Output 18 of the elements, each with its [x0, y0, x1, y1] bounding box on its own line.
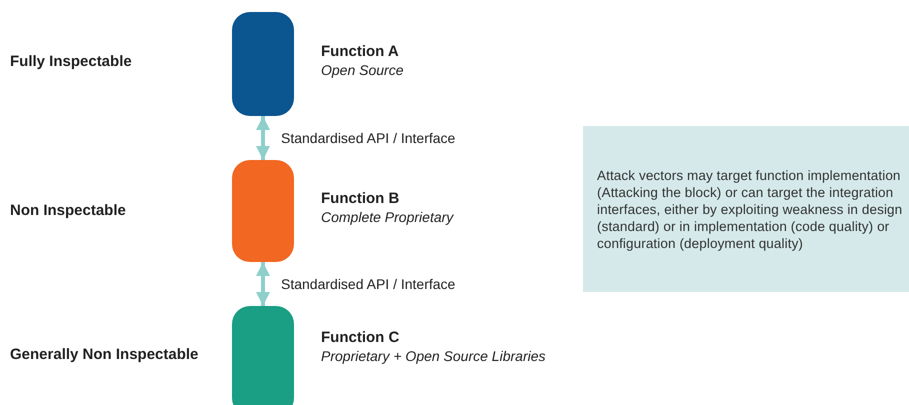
function-block	[232, 306, 294, 405]
row-label: Fully Inspectable	[10, 54, 132, 69]
row-label: Non Inspectable	[10, 203, 126, 218]
function-type: Open Source	[321, 63, 404, 77]
row-label: Generally Non Inspectable	[10, 347, 198, 362]
edge-label: Standardised API / Interface	[281, 131, 456, 145]
function-type: Proprietary + Open Source Libraries	[321, 349, 546, 363]
function-block	[232, 160, 294, 262]
edge-label: Standardised API / Interface	[281, 277, 456, 291]
double-arrow	[256, 116, 270, 160]
function-name: Function A	[321, 44, 400, 59]
function-block	[232, 12, 294, 116]
double-arrow	[256, 262, 270, 306]
function-name: Function C	[321, 330, 400, 345]
note-box	[583, 126, 909, 292]
function-type: Complete Proprietary	[321, 210, 454, 224]
note-text: Attack vectors may target function implementation (Attacking the block) or can target the integration interfaces, either by exploiting weakness in design (standard) or in implementation (code quality) or configuration (deployment quality)	[597, 166, 903, 252]
function-name: Function B	[321, 191, 400, 206]
